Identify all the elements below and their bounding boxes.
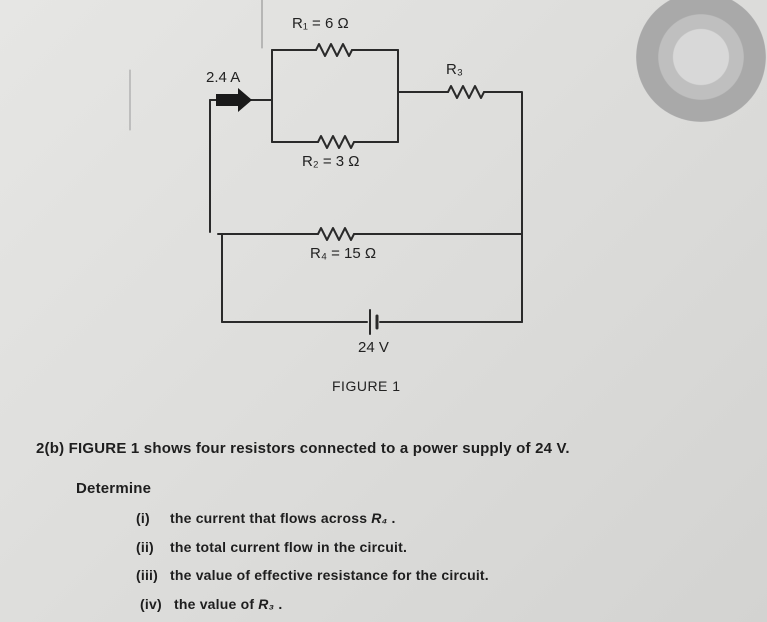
- label-r3: R₃: [446, 61, 463, 78]
- question-item-iii: (iii) the value of effective resistance f…: [136, 567, 489, 583]
- current-arrow-icon: [216, 88, 252, 112]
- question-item-ii: (ii) the total current flow in the circui…: [136, 539, 407, 555]
- wire-r3-right: [483, 91, 523, 225]
- item-number: (i): [136, 510, 150, 526]
- item-text: the value of: [174, 596, 259, 612]
- item-number: (iv): [140, 596, 162, 612]
- item-number: (ii): [136, 539, 154, 555]
- label-voltage: 24 V: [358, 339, 389, 356]
- question-item-iv: (iv) the value of R₃ .: [140, 596, 282, 612]
- figure-caption: FIGURE 1: [332, 378, 401, 394]
- item-text: the value of effective resistance for th…: [170, 567, 489, 583]
- resistor-r1: [315, 43, 353, 57]
- question-item-i: (i) the current that flows across R₄ .: [136, 510, 396, 526]
- question-intro: 2(b) FIGURE 1 shows four resistors conne…: [36, 440, 570, 457]
- label-r2: R₂ = 3 Ω: [302, 153, 359, 170]
- label-current: 2.4 A: [206, 69, 240, 86]
- item-end: .: [387, 510, 396, 526]
- resistor-r2: [317, 135, 355, 149]
- question-determine: Determine: [76, 480, 152, 497]
- label-r4: R₄ = 15 Ω: [310, 245, 376, 262]
- resistor-r4: [317, 227, 355, 241]
- item-symbol: R₄: [371, 510, 388, 526]
- item-end: .: [274, 596, 283, 612]
- item-symbol: R₃: [258, 596, 275, 612]
- circuit-diagram: R₁ = 6 Ω 2.4 A R₃ R₂ = 3 Ω R₄ = 15 Ω 24 …: [129, 0, 523, 394]
- item-number: (iii): [136, 567, 158, 583]
- item-text: the total current flow in the circuit.: [170, 539, 408, 555]
- camera-glare: [636, 0, 766, 122]
- label-r1: R₁ = 6 Ω: [292, 15, 349, 32]
- item-text: the current that flows across: [170, 510, 372, 526]
- resistor-r3: [447, 85, 485, 99]
